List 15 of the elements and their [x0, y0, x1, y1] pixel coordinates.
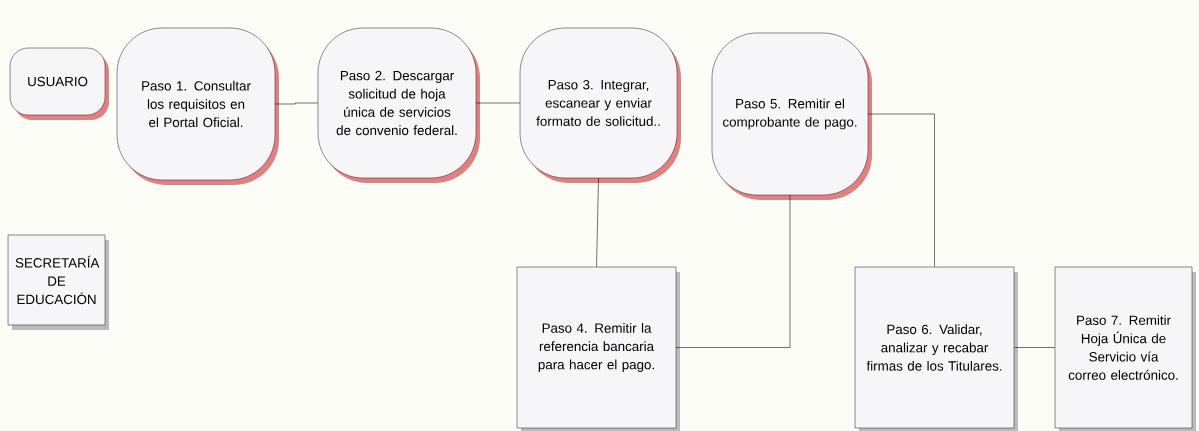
actor-box: USUARIO — [9, 47, 109, 120]
process-box: Paso 3. Integrar, escanear y enviar formato de solicitud.. — [519, 27, 681, 183]
connector-line — [275, 102, 318, 105]
connector-line — [676, 195, 791, 348]
process-box: Paso 4. Remitir la referencia bancaria para hacer el pago. — [516, 266, 680, 431]
connector-line — [1014, 347, 1055, 348]
process-box: Paso 2. Descargar solicitud de hoja única de servicios de convenio federal. — [317, 27, 480, 183]
process-box: SECRETARÍA DE EDUCACIÓN — [7, 234, 109, 330]
process-box: Paso 6. Validar, analizar y recabar firmas de los Titulares. — [854, 266, 1018, 431]
process-box: Paso 5. Remitir el comprobante de pago. — [711, 32, 872, 200]
connector-line — [596, 178, 599, 267]
connector-line — [868, 113, 935, 267]
connector-line — [476, 102, 521, 104]
process-box: Paso 1. Consultar los requisitos en el Portal Oficial. — [116, 27, 279, 185]
process-box: Paso 7. Remitir Hoja Única de Servicio vía correo electrónico. — [1054, 266, 1196, 431]
